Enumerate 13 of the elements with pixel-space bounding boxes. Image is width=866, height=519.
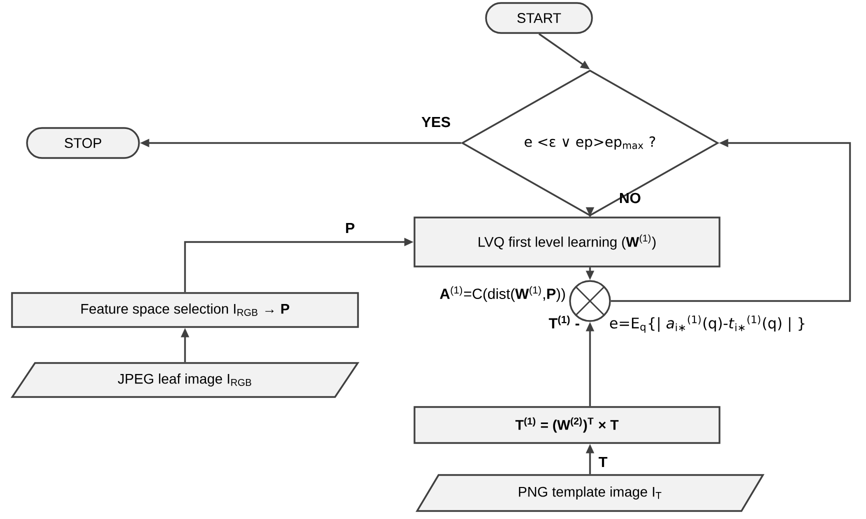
process-box: LVQ first level learning (W$^{(1)}$) xyxy=(414,216,720,268)
edge-label: T$^{(1)}$ - xyxy=(548,316,580,328)
terminal-box: STOP xyxy=(26,127,140,159)
process-box: T$^{(1)}$ = (W$^{(2)}$)$^{T}$ × T xyxy=(414,406,720,444)
summing-junction xyxy=(569,280,611,322)
edge-label: NO xyxy=(620,192,640,204)
edge-label: e=E$_{q}${| a$_{i∗}$$^{(1)}$(q)-t$_{i∗}$$^{(1)}$(q) | } xyxy=(610,315,804,333)
edge-label: T xyxy=(598,456,608,468)
process-box: Feature space selection I$_{RGB}$ → P xyxy=(11,292,359,328)
edge-label: A$^{(1)}$=C(dist(W$^{(1)}$,P)) xyxy=(440,286,565,302)
edge-label: P xyxy=(346,222,354,234)
edge-label: YES xyxy=(422,116,450,128)
terminal-box: START xyxy=(485,2,593,34)
